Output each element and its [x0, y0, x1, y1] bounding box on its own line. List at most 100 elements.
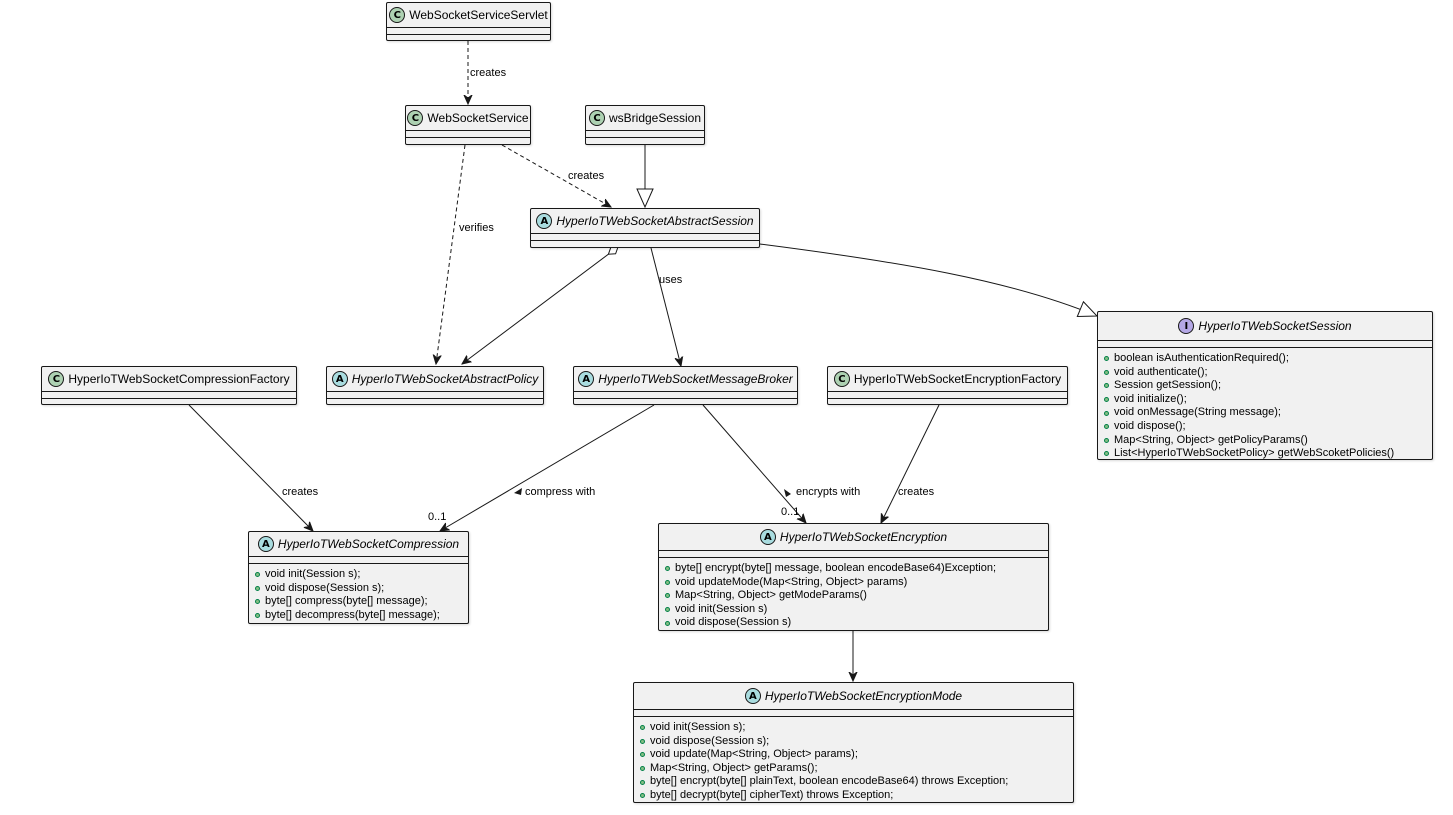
edge-session-uses-broker	[650, 247, 681, 366]
member-text: void dispose(Session s);	[650, 734, 770, 747]
member-row: void updateMode(Map<String, Object> para…	[665, 576, 1042, 590]
direction-arrow-compress	[514, 488, 522, 495]
member-text: Map<String, Object> getParams();	[650, 761, 818, 774]
member-row: byte[] decrypt(byte[] cipherText) throws…	[640, 789, 1067, 803]
member-row: void init(Session s);	[255, 568, 462, 582]
member-row: void update(Map<String, Object> params);	[640, 748, 1067, 762]
public-method-icon	[640, 738, 645, 744]
abstract-badge-icon: A	[331, 371, 348, 387]
member-text: byte[] encrypt(byte[] message, boolean e…	[675, 562, 997, 574]
member-row: byte[] decompress(byte[] message);	[255, 609, 462, 623]
member-row: void onMessage(String message);	[1104, 406, 1426, 420]
label-service-creates: creates	[568, 170, 605, 182]
public-method-icon	[665, 620, 670, 626]
member-text: Map<String, Object> getPolicyParams()	[1114, 433, 1308, 446]
edge-service-verifies-policy	[436, 144, 466, 364]
member-row: void dispose(Session s)	[665, 616, 1042, 630]
member-text: void dispose(Session s)	[675, 616, 792, 629]
member-row: byte[] compress(byte[] message);	[255, 595, 462, 609]
public-method-icon	[665, 579, 670, 585]
label-servlet-creates: creates	[470, 67, 507, 79]
member-text: void updateMode(Map<String, Object> para…	[675, 575, 908, 588]
member-text: void onMessage(String message);	[1114, 406, 1281, 419]
public-method-icon	[1104, 424, 1109, 430]
public-method-icon	[1104, 437, 1109, 443]
public-method-icon	[640, 752, 645, 758]
public-method-icon	[665, 566, 670, 572]
abstract-badge-icon: A	[536, 213, 553, 229]
member-text: Session getSession();	[1114, 379, 1221, 392]
abstract-badge-icon: A	[759, 529, 776, 545]
member-text: void initialize();	[1114, 392, 1187, 405]
encryption-mode-members: void init(Session s);void dispose(Sessio…	[634, 716, 1073, 807]
member-row: List<HyperIoTWebSocketPolicy> getWebScok…	[1104, 447, 1426, 461]
encryption-members: byte[] encrypt(byte[] message, boolean e…	[659, 557, 1048, 634]
abstract-badge-icon: A	[257, 536, 274, 552]
member-row: void initialize();	[1104, 393, 1426, 407]
multiplicity-encryption: 0..1	[781, 506, 800, 518]
public-method-icon	[255, 613, 260, 619]
public-method-icon	[255, 599, 260, 605]
label-compress-with: compress with	[525, 486, 596, 498]
public-method-icon	[255, 585, 260, 591]
class-badge-icon: C	[833, 371, 850, 387]
class-badge-icon: C	[48, 371, 65, 387]
label-service-verifies: verifies	[459, 222, 494, 234]
member-text: void init(Session s);	[650, 721, 746, 733]
member-row: void dispose(Session s);	[255, 582, 462, 596]
public-method-icon	[640, 766, 645, 772]
member-row: Map<String, Object> getPolicyParams()	[1104, 434, 1426, 448]
member-text: void dispose(Session s);	[265, 581, 385, 594]
edge-compressionfactory-creates	[188, 404, 313, 531]
public-method-icon	[1104, 410, 1109, 416]
member-row: void init(Session s);	[640, 721, 1067, 735]
member-text: byte[] compress(byte[] message);	[265, 595, 428, 608]
member-text: boolean isAuthenticationRequired();	[1114, 352, 1289, 364]
member-row: Map<String, Object> getParams();	[640, 762, 1067, 776]
member-text: void update(Map<String, Object> params);	[650, 748, 858, 761]
public-method-icon	[640, 793, 645, 799]
public-method-icon	[1104, 356, 1109, 362]
abstract-badge-icon: A	[578, 371, 595, 387]
public-method-icon	[640, 779, 645, 785]
edge-session-implements-interface	[759, 243, 1097, 316]
label-session-uses: uses	[659, 274, 683, 286]
public-method-icon	[640, 725, 645, 731]
member-row: void authenticate();	[1104, 366, 1426, 380]
member-row: Map<String, Object> getModeParams()	[665, 589, 1042, 603]
label-compressionfactory-creates: creates	[282, 486, 319, 498]
interface-session-members: boolean isAuthenticationRequired(); void …	[1098, 347, 1432, 465]
edge-broker-encrypts-with	[702, 404, 806, 523]
member-text: void init(Session s)	[675, 602, 768, 615]
direction-arrow-encrypts	[784, 489, 791, 497]
label-encryptionfactory-creates: creates	[898, 486, 935, 498]
multiplicity-compression: 0..1	[428, 511, 447, 523]
class-badge-icon: C	[588, 110, 605, 126]
public-method-icon	[1104, 397, 1109, 403]
member-text: byte[] decompress(byte[] message);	[265, 608, 440, 621]
member-text: List<HyperIoTWebSocketPolicy> getWebScok…	[1114, 447, 1395, 460]
public-method-icon	[1104, 369, 1109, 375]
public-method-icon	[1104, 451, 1109, 457]
class-badge-icon: C	[389, 7, 406, 23]
public-method-icon	[665, 593, 670, 599]
member-text: byte[] encrypt(byte[] plainText, boolean…	[650, 775, 1009, 788]
edge-encryptionfactory-creates	[881, 404, 940, 523]
abstract-badge-icon: A	[744, 688, 761, 704]
member-text: Map<String, Object> getModeParams()	[675, 589, 867, 602]
public-method-icon	[1104, 383, 1109, 389]
edge-broker-compress-with	[440, 404, 655, 531]
